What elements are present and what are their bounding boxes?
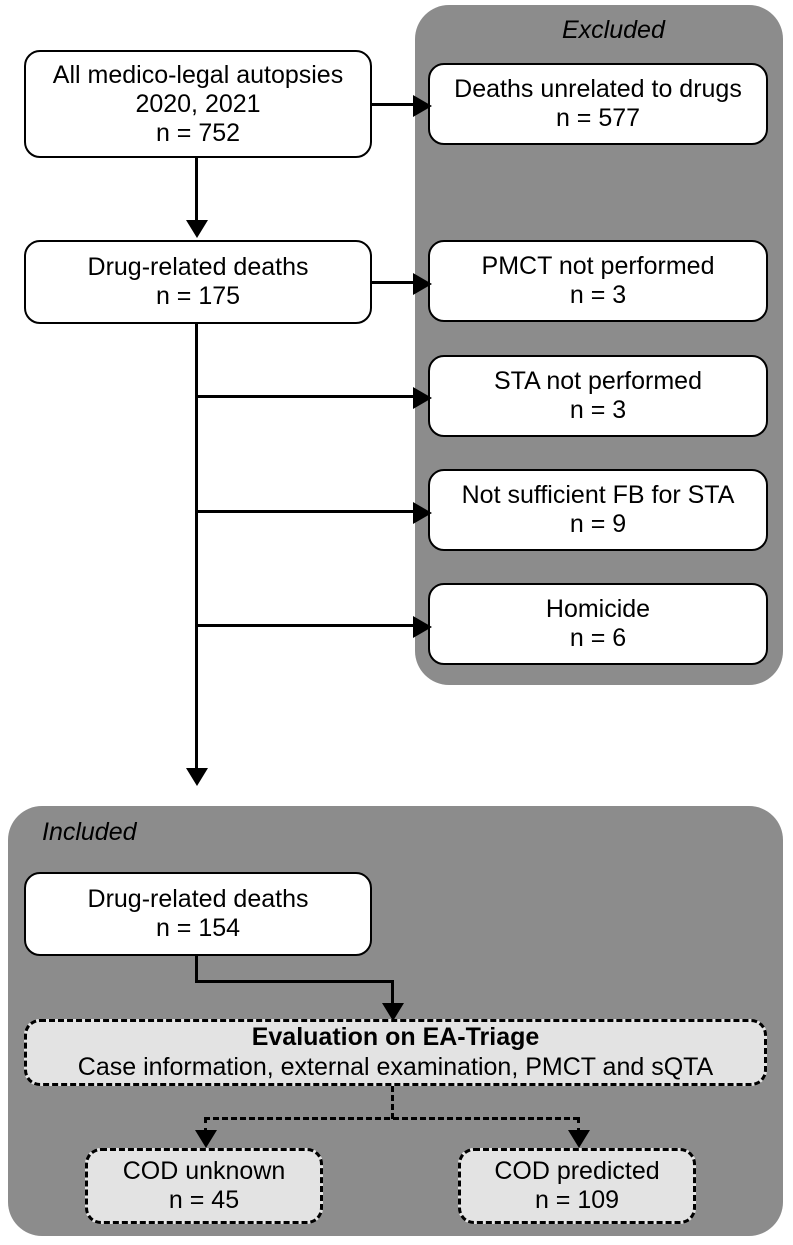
node-drug-deaths-total-line1: Drug-related deaths	[87, 253, 309, 281]
node-all-autopsies[interactable]: All medico-legal autopsies 2020, 2021 n …	[24, 50, 372, 158]
node-excluded-insufficient-fb[interactable]: Not sufficient FB for STA n = 9	[428, 469, 768, 551]
arrowhead-excluded5	[413, 615, 432, 638]
connector-main-trunk	[195, 324, 198, 771]
node-excluded-4-line1: Not sufficient FB for STA	[461, 481, 735, 509]
node-drug-deaths-included-line2: n = 154	[155, 914, 241, 942]
node-excluded-2-line2: n = 3	[569, 281, 627, 309]
node-drug-related-deaths-included[interactable]: Drug-related deaths n = 154	[24, 872, 372, 956]
arrowhead-excluded4	[413, 501, 432, 524]
arrowhead-included-drugdeaths	[185, 768, 208, 786]
node-evaluation-ea-triage[interactable]: Evaluation on EA-Triage Case information…	[24, 1019, 767, 1086]
node-excluded-deaths-unrelated[interactable]: Deaths unrelated to drugs n = 577	[428, 63, 768, 145]
node-excluded-1-line2: n = 577	[555, 104, 641, 132]
node-all-autopsies-line2: 2020, 2021	[135, 89, 261, 118]
node-all-autopsies-line1: All medico-legal autopsies	[52, 60, 344, 89]
arrowhead-excluded3	[413, 386, 432, 409]
connector-branch-homicide	[195, 624, 427, 627]
connector-included-down	[195, 955, 198, 983]
arrowhead-excluded1	[413, 94, 432, 117]
excluded-panel-title: Excluded	[562, 16, 665, 44]
connector-autopsies-to-excluded1	[372, 103, 427, 106]
connector-evaluation-split-bar	[204, 1117, 579, 1120]
node-excluded-homicide[interactable]: Homicide n = 6	[428, 583, 768, 665]
connector-to-cod-predicted	[577, 1117, 580, 1134]
node-excluded-sta-not-performed[interactable]: STA not performed n = 3	[428, 355, 768, 437]
node-excluded-3-line1: STA not performed	[494, 367, 702, 395]
node-cod-unknown[interactable]: COD unknown n = 45	[85, 1148, 323, 1224]
connector-into-evaluation	[391, 980, 394, 1007]
node-all-autopsies-line3: n = 752	[155, 118, 241, 147]
arrowhead-cod-unknown	[194, 1130, 217, 1148]
arrowhead-excluded2	[413, 272, 432, 295]
connector-evaluation-split-stem	[391, 1086, 394, 1119]
node-drug-deaths-total-line2: n = 175	[155, 282, 241, 310]
node-evaluation-title: Evaluation on EA-Triage	[251, 1023, 540, 1051]
arrowhead-evaluation	[381, 1003, 404, 1021]
node-cod-predicted[interactable]: COD predicted n = 109	[458, 1148, 696, 1224]
included-panel-title: Included	[42, 818, 137, 846]
arrowhead-cod-predicted	[567, 1130, 590, 1148]
node-drug-related-deaths-total[interactable]: Drug-related deaths n = 175	[24, 240, 372, 324]
node-excluded-2-line1: PMCT not performed	[481, 252, 715, 280]
node-cod-unknown-line1: COD unknown	[122, 1156, 286, 1185]
node-excluded-5-line1: Homicide	[545, 595, 651, 623]
node-excluded-pmct-not-performed[interactable]: PMCT not performed n = 3	[428, 240, 768, 322]
connector-included-right	[195, 980, 394, 983]
connector-branch-sta	[195, 395, 427, 398]
node-cod-predicted-line1: COD predicted	[494, 1156, 660, 1185]
connector-branch-fb	[195, 510, 427, 513]
node-drug-deaths-included-line1: Drug-related deaths	[87, 885, 309, 913]
connector-branch-pmct	[372, 281, 427, 284]
node-excluded-5-line2: n = 6	[569, 624, 627, 652]
node-excluded-4-line2: n = 9	[569, 510, 627, 538]
node-cod-predicted-line2: n = 109	[534, 1186, 620, 1214]
node-excluded-1-line1: Deaths unrelated to drugs	[454, 75, 742, 103]
connector-to-cod-unknown	[204, 1117, 207, 1134]
node-evaluation-subtitle: Case information, external examination, …	[77, 1052, 714, 1081]
node-excluded-3-line2: n = 3	[569, 396, 627, 424]
connector-autopsies-to-drugdeaths	[195, 158, 198, 222]
arrowhead-drugdeaths	[185, 220, 208, 238]
node-cod-unknown-line2: n = 45	[168, 1186, 240, 1214]
